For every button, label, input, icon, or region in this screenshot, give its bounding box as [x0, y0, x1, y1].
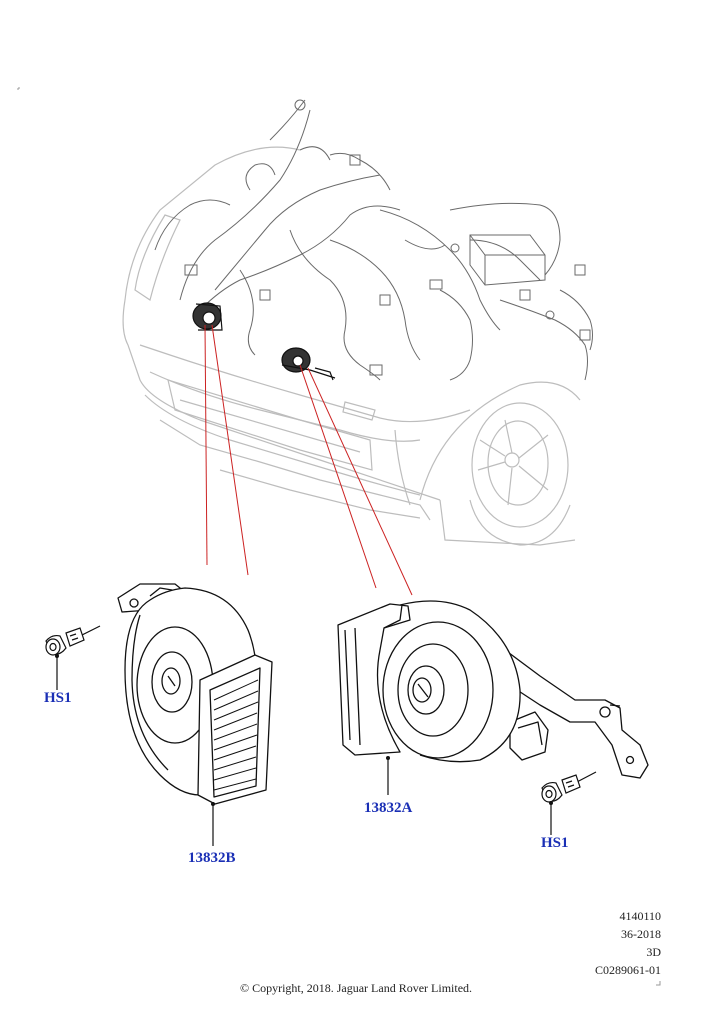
- info-line-1: 4140110: [619, 909, 661, 923]
- horn-13832a-illustration: [337, 600, 649, 779]
- horn-13832b-illustration: [117, 583, 273, 805]
- leader-lines: [204, 324, 413, 596]
- crop-mark-bottom-right: [656, 981, 661, 986]
- copyright-notice: © Copyright, 2018. Jaguar Land Rover Lim…: [239, 981, 473, 995]
- vehicle-outline: [122, 146, 581, 546]
- callout-13832a[interactable]: 13832A: [364, 800, 413, 816]
- info-line-2: 36-2018: [621, 927, 661, 941]
- bolt-hs1-left-illustration: [45, 625, 101, 656]
- diagram-info-block: 4140110 36-2018 3D C0289061-01: [595, 907, 661, 979]
- horn-on-vehicle-right: [281, 347, 336, 381]
- info-line-4: C0289061-01: [595, 963, 661, 977]
- info-line-3: 3D: [646, 945, 661, 959]
- bolt-hs1-right-illustration: [541, 771, 597, 803]
- callout-13832b[interactable]: 13832B: [188, 850, 236, 866]
- callout-hs1-right[interactable]: HS1: [541, 835, 569, 851]
- horn-on-vehicle-left: [192, 302, 223, 331]
- callout-hs1-left[interactable]: HS1: [44, 690, 72, 706]
- crop-mark-top-left: [17, 87, 20, 90]
- horn-13832b-grille: [213, 679, 259, 791]
- wiring-harness: [154, 99, 593, 381]
